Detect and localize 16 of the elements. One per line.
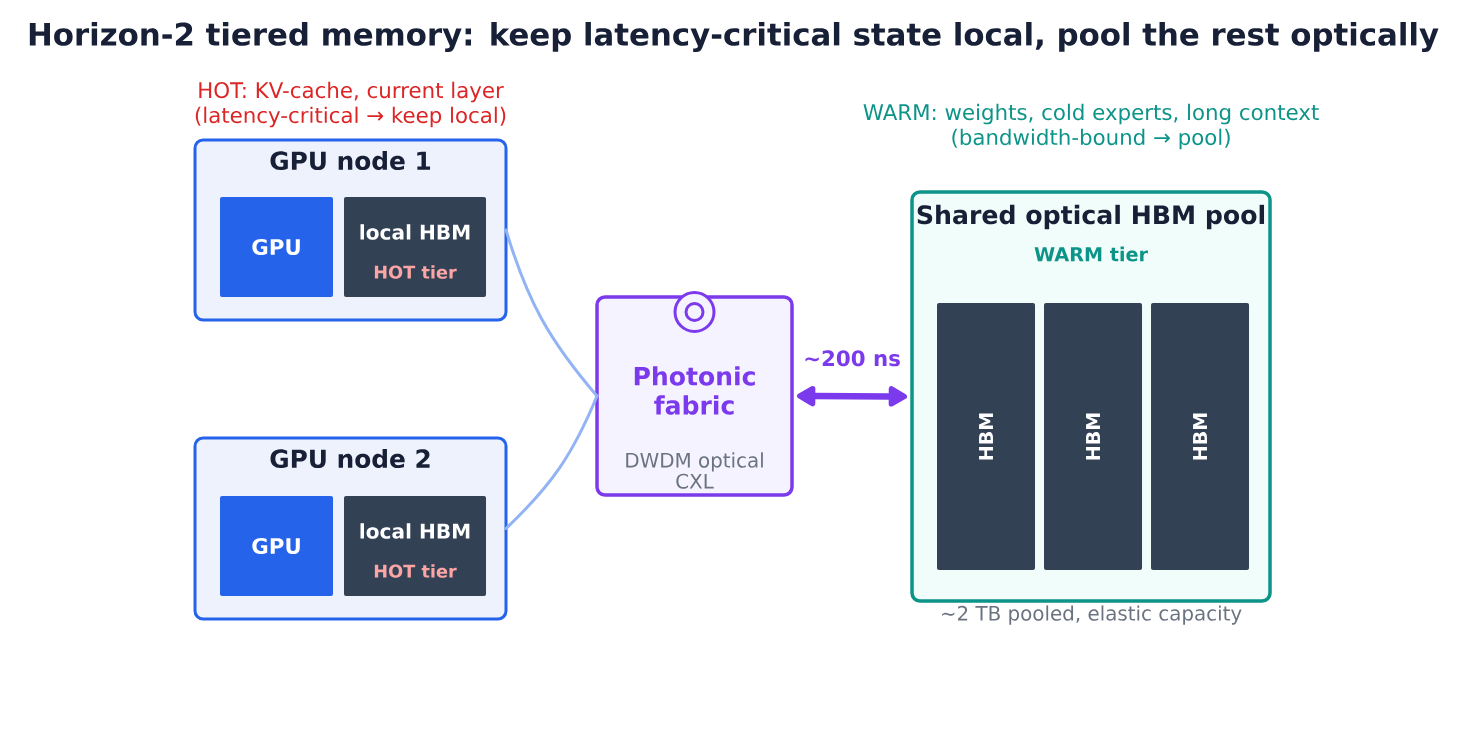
connector-line xyxy=(504,228,599,398)
title: Horizon-2 tiered memory: keep latency-critical state local, pool the rest optically xyxy=(29,22,1439,53)
double-arrow xyxy=(797,385,907,407)
edge-label: ~200 ns xyxy=(801,348,903,368)
memory-block: HBM xyxy=(937,303,1035,570)
memory-block: HBM xyxy=(1044,303,1142,570)
memory-box: local HBM HOT tier xyxy=(344,496,486,596)
connector-line xyxy=(504,394,599,530)
memory-block: HBM xyxy=(1151,303,1249,570)
fabric-box: Photonic fabric DWDM optical CXL xyxy=(595,295,794,497)
annotation: WARM: weights, cold experts, long context (bandwidth-bound → pool) xyxy=(863,103,1319,150)
annotation: ~2 TB pooled, elastic capacity xyxy=(942,605,1242,625)
chip-box: GPU xyxy=(220,496,333,596)
chip-box: GPU xyxy=(220,197,333,297)
annotation: HOT: KV-cache, current layer (latency-critical → keep local) xyxy=(195,81,506,128)
memory-box: local HBM HOT tier xyxy=(344,197,486,297)
